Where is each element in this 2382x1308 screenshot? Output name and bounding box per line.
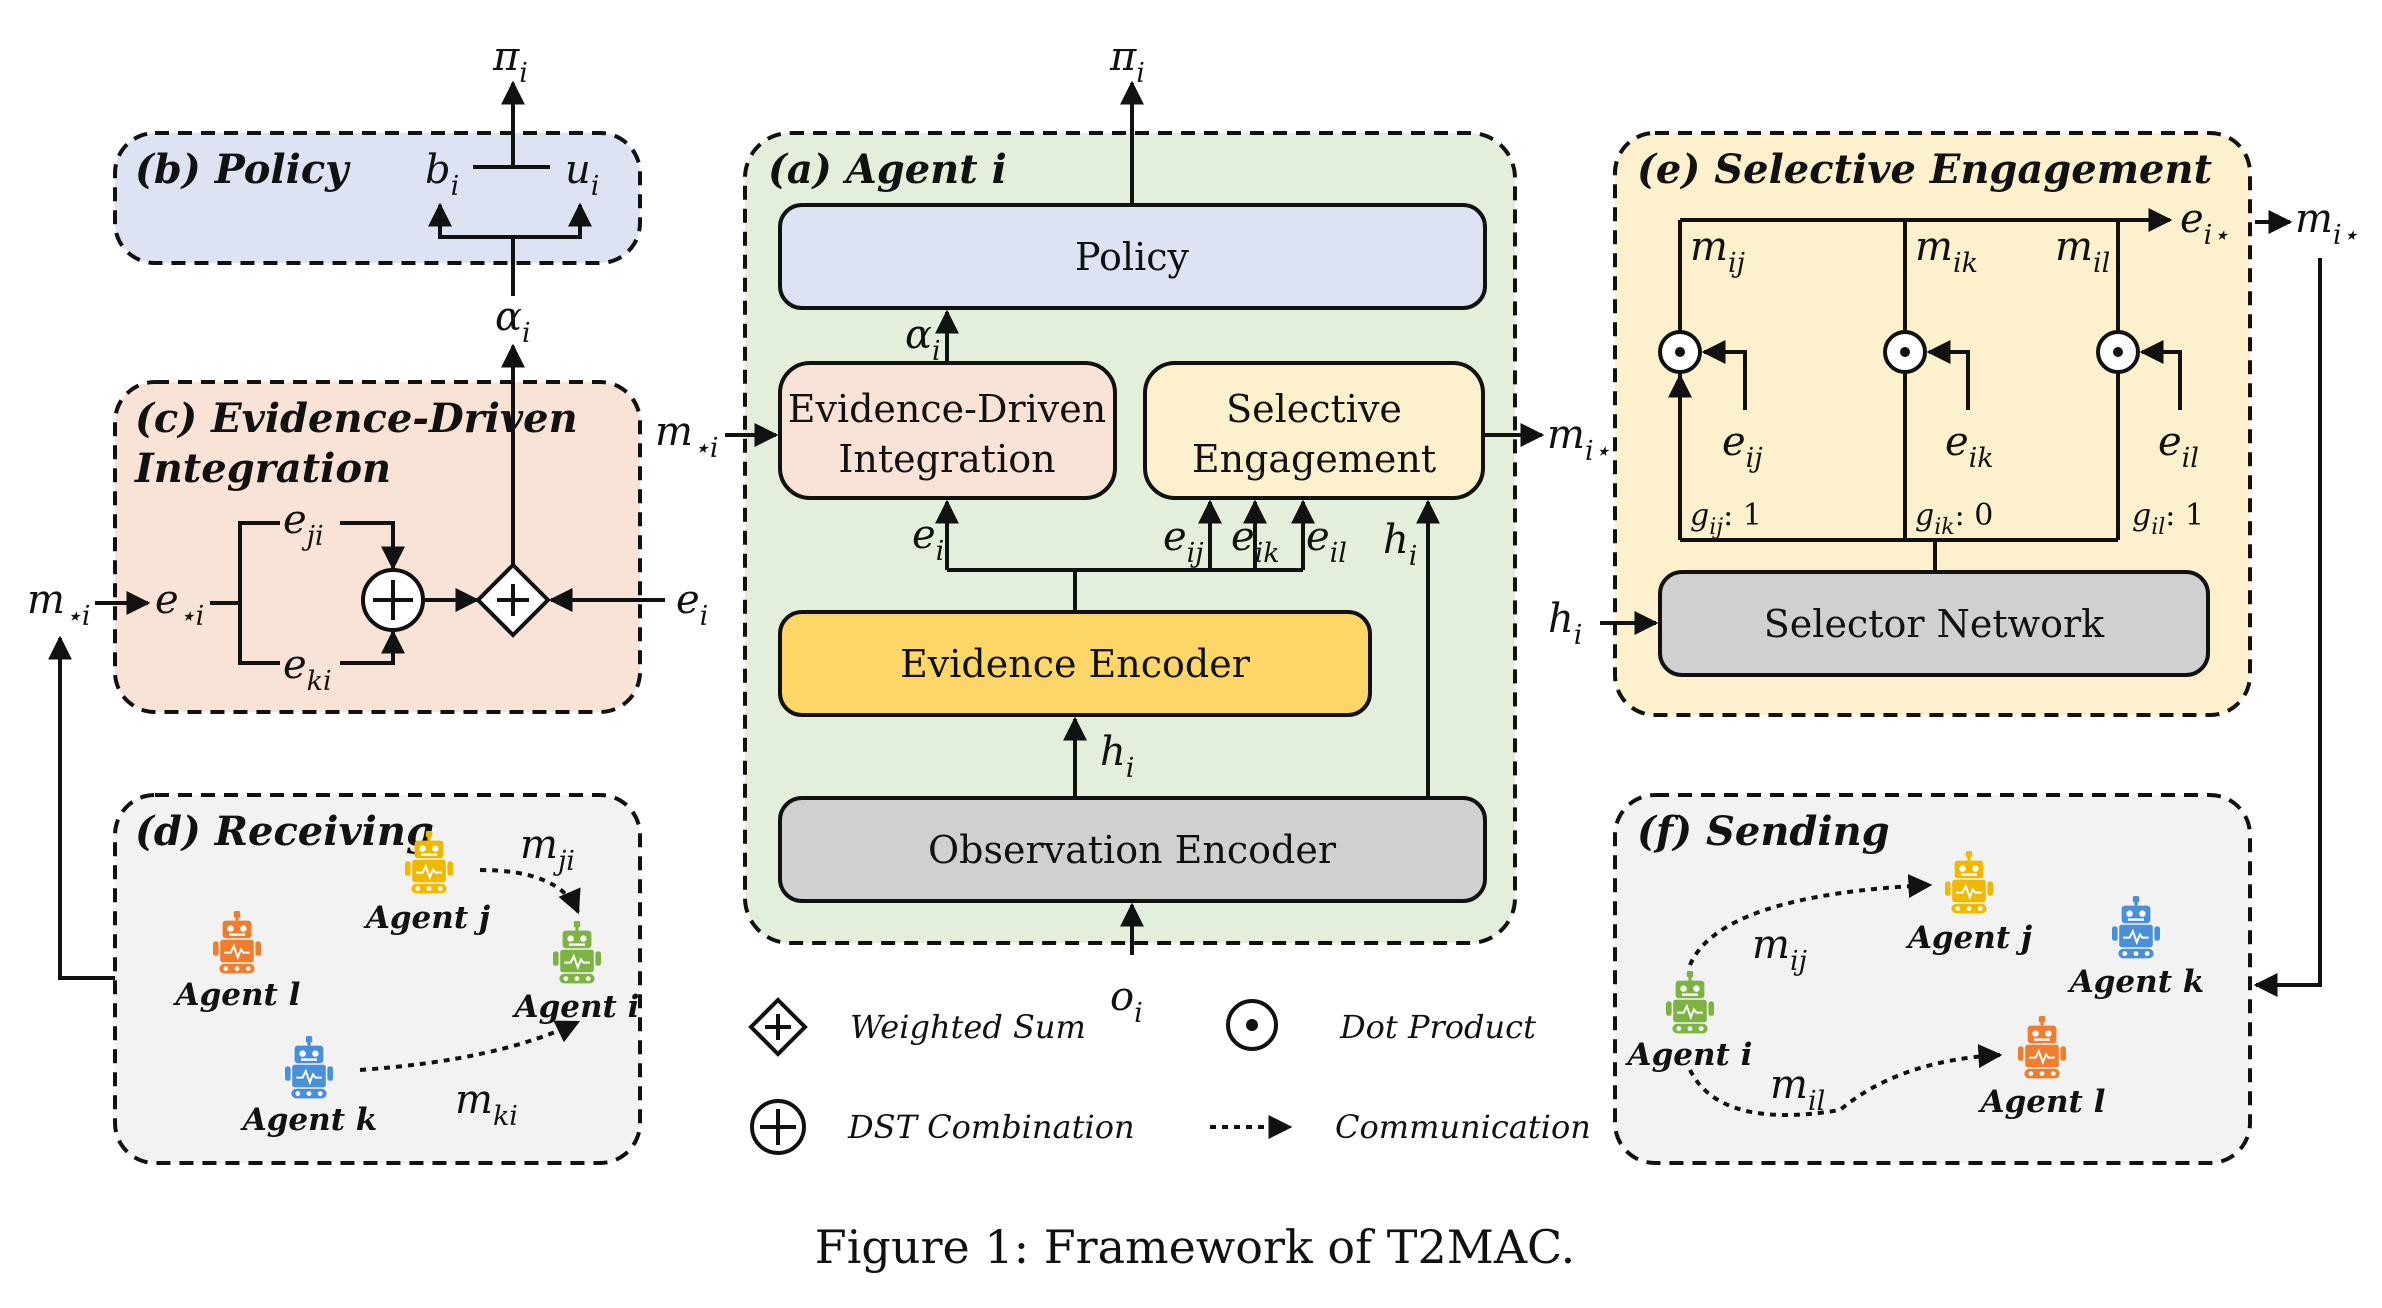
policy-panel-title: (b) Policy (135, 146, 351, 193)
e-i-label-internal: ei (912, 512, 944, 567)
eik-into-dot-arrow (1926, 340, 1970, 410)
selector-network-label: Selector Network (1764, 602, 2105, 646)
eki-to-dst-arrow (340, 629, 405, 665)
eil-into-dot-arrow (2139, 340, 2182, 410)
e-i-star-label: ei⋆ (2180, 196, 2229, 251)
legend: Weighted Sum Dot Product DST Combination… (748, 997, 1591, 1155)
agent-l-label-sending: Agent l (1978, 1084, 2106, 1120)
se-box (1143, 361, 1485, 500)
e-ji-label: eji (283, 497, 324, 552)
evidence-integration-panel: (c) Evidence-Driven Integration e⋆i eji … (113, 343, 665, 714)
e-ij-label-selective: eij (1722, 419, 1763, 474)
evidence-encoder-label: Evidence Encoder (900, 642, 1251, 686)
g-ij-label: gij: 1 (1690, 498, 1762, 540)
g-ik-label: gik: 0 (1915, 498, 1993, 540)
agent-panel: (a) Agent i Policy Evidence-Driven Integ… (743, 131, 1517, 945)
agent-k-label-receiving: Agent k (240, 1102, 378, 1138)
comm-arrow-j-to-i (479, 868, 581, 915)
e-i-label-external: ei (676, 577, 708, 632)
pi-i-label-policy: πi (492, 34, 528, 89)
e-star-i-label: e⋆i (155, 577, 204, 632)
observation-encoder-label: Observation Encoder (928, 828, 1337, 872)
evidence-panel-title-line1: (c) Evidence-Driven (135, 395, 578, 442)
alpha-i-label-external: αi (495, 294, 531, 349)
legend-communication-label: Communication (1335, 1108, 1591, 1146)
branch-to-eki (238, 603, 280, 665)
evidence-panel-title-line2: Integration (134, 445, 391, 492)
m-ij-label-sending: mij (1752, 922, 1807, 977)
agent-j-label-receiving: Agent j (363, 900, 490, 936)
observation-encoder-box (778, 796, 1487, 903)
agent-i-label-sending: Agent i (1625, 1037, 1753, 1073)
dot-product-ik (1883, 330, 1927, 374)
pi-i-label-agent: πi (1109, 34, 1145, 89)
e-il-label-selective: eil (2158, 419, 2199, 474)
comm-arrow-k-to-i (359, 1020, 581, 1072)
legend-dot-product-icon (1226, 999, 1278, 1051)
m-i-star-label-top: mi⋆ (2295, 196, 2359, 251)
h-i-label-obs: hi (1100, 729, 1134, 784)
m-i-star-label-agent-output: mi⋆ (1547, 412, 1611, 467)
receiving-panel: (d) Receiving Agent j Agent l Agent i Ag… (113, 793, 642, 1165)
sending-panel-title: (f) Sending (1637, 808, 1890, 855)
legend-weighted-sum-label: Weighted Sum (850, 1008, 1086, 1046)
e-il-label-internal: eil (1306, 514, 1347, 569)
weighted-sum-node (475, 562, 551, 638)
m-ik-label-selective: mik (1915, 224, 1978, 279)
e-ij-label-internal: eij (1163, 514, 1204, 569)
eij-into-dot-arrow (1701, 340, 1747, 410)
selective-engagement-panel: (e) Selective Engagement mij eij gij: 1 … (1613, 131, 2252, 717)
edi-box-label-line1: Evidence-Driven (788, 387, 1106, 431)
receiving-panel-title: (d) Receiving (135, 808, 434, 855)
agent-panel-title: (a) Agent i (768, 146, 1007, 193)
se-box-label-line1: Selective (1226, 387, 1402, 431)
receiving-to-m-star-i-arrow (48, 635, 115, 980)
b-i-label: bi (425, 147, 459, 202)
agent-k-label-sending: Agent k (2067, 964, 2205, 1000)
e-ik-label-internal: eik (1231, 514, 1280, 569)
agent-i-label-receiving: Agent i (512, 989, 640, 1025)
h-i-label-selective: hi (1548, 596, 1582, 651)
h-i-label-internal: hi (1383, 517, 1417, 572)
eji-to-dst-arrow (340, 521, 405, 571)
agent-j-label-sending: Agent j (1905, 920, 2032, 956)
se-box-label-line2: Engagement (1192, 437, 1436, 481)
policy-box-label: Policy (1075, 235, 1189, 279)
m-ki-label: mki (455, 1077, 518, 1132)
m-i-star-to-sending-arrow (2253, 258, 2322, 997)
policy-panel: (b) Policy bi ui (113, 80, 642, 296)
m-star-i-label-agent-input: m⋆i (655, 409, 718, 464)
dot-product-ij (1658, 330, 1702, 374)
alpha-i-label-internal: αi (905, 312, 941, 367)
m-ij-label-selective: mij (1690, 224, 1745, 279)
edi-box-label-line2: Integration (838, 437, 1055, 481)
m-il-label-selective: mil (2055, 224, 2110, 279)
sending-panel: (f) Sending Agent j Agent k Agent i Agen… (1613, 793, 2252, 1165)
e-ki-label: eki (283, 642, 332, 697)
dst-combination-node (361, 568, 425, 632)
branch-to-eji (210, 521, 280, 605)
legend-dst-combination-icon (750, 1099, 806, 1155)
alpha-to-b-arrow (428, 202, 513, 239)
agent-l-label-receiving: Agent l (173, 977, 301, 1013)
dot-product-il (2096, 330, 2140, 374)
m-il-label-sending: mil (1770, 1062, 1825, 1117)
legend-dst-combination-label: DST Combination (847, 1108, 1135, 1146)
m-ji-label: mji (520, 822, 575, 877)
legend-dot-product-label: Dot Product (1339, 1008, 1536, 1046)
selective-panel-title: (e) Selective Engagement (1637, 146, 2213, 193)
u-i-label: ui (565, 147, 599, 202)
figure-caption: Figure 1: Framework of T2MAC. (815, 1220, 1575, 1274)
alpha-to-u-arrow (513, 202, 592, 239)
m-star-i-label-left: m⋆i (27, 577, 90, 632)
e-ik-label-selective: eik (1945, 419, 1994, 474)
o-i-label: oi (1110, 974, 1143, 1029)
legend-weighted-sum-icon (748, 997, 808, 1057)
comm-arrow-i-to-l (1688, 1044, 2003, 1117)
g-il-label: gil: 1 (2132, 498, 2204, 540)
selector-network-box (1658, 570, 2210, 677)
